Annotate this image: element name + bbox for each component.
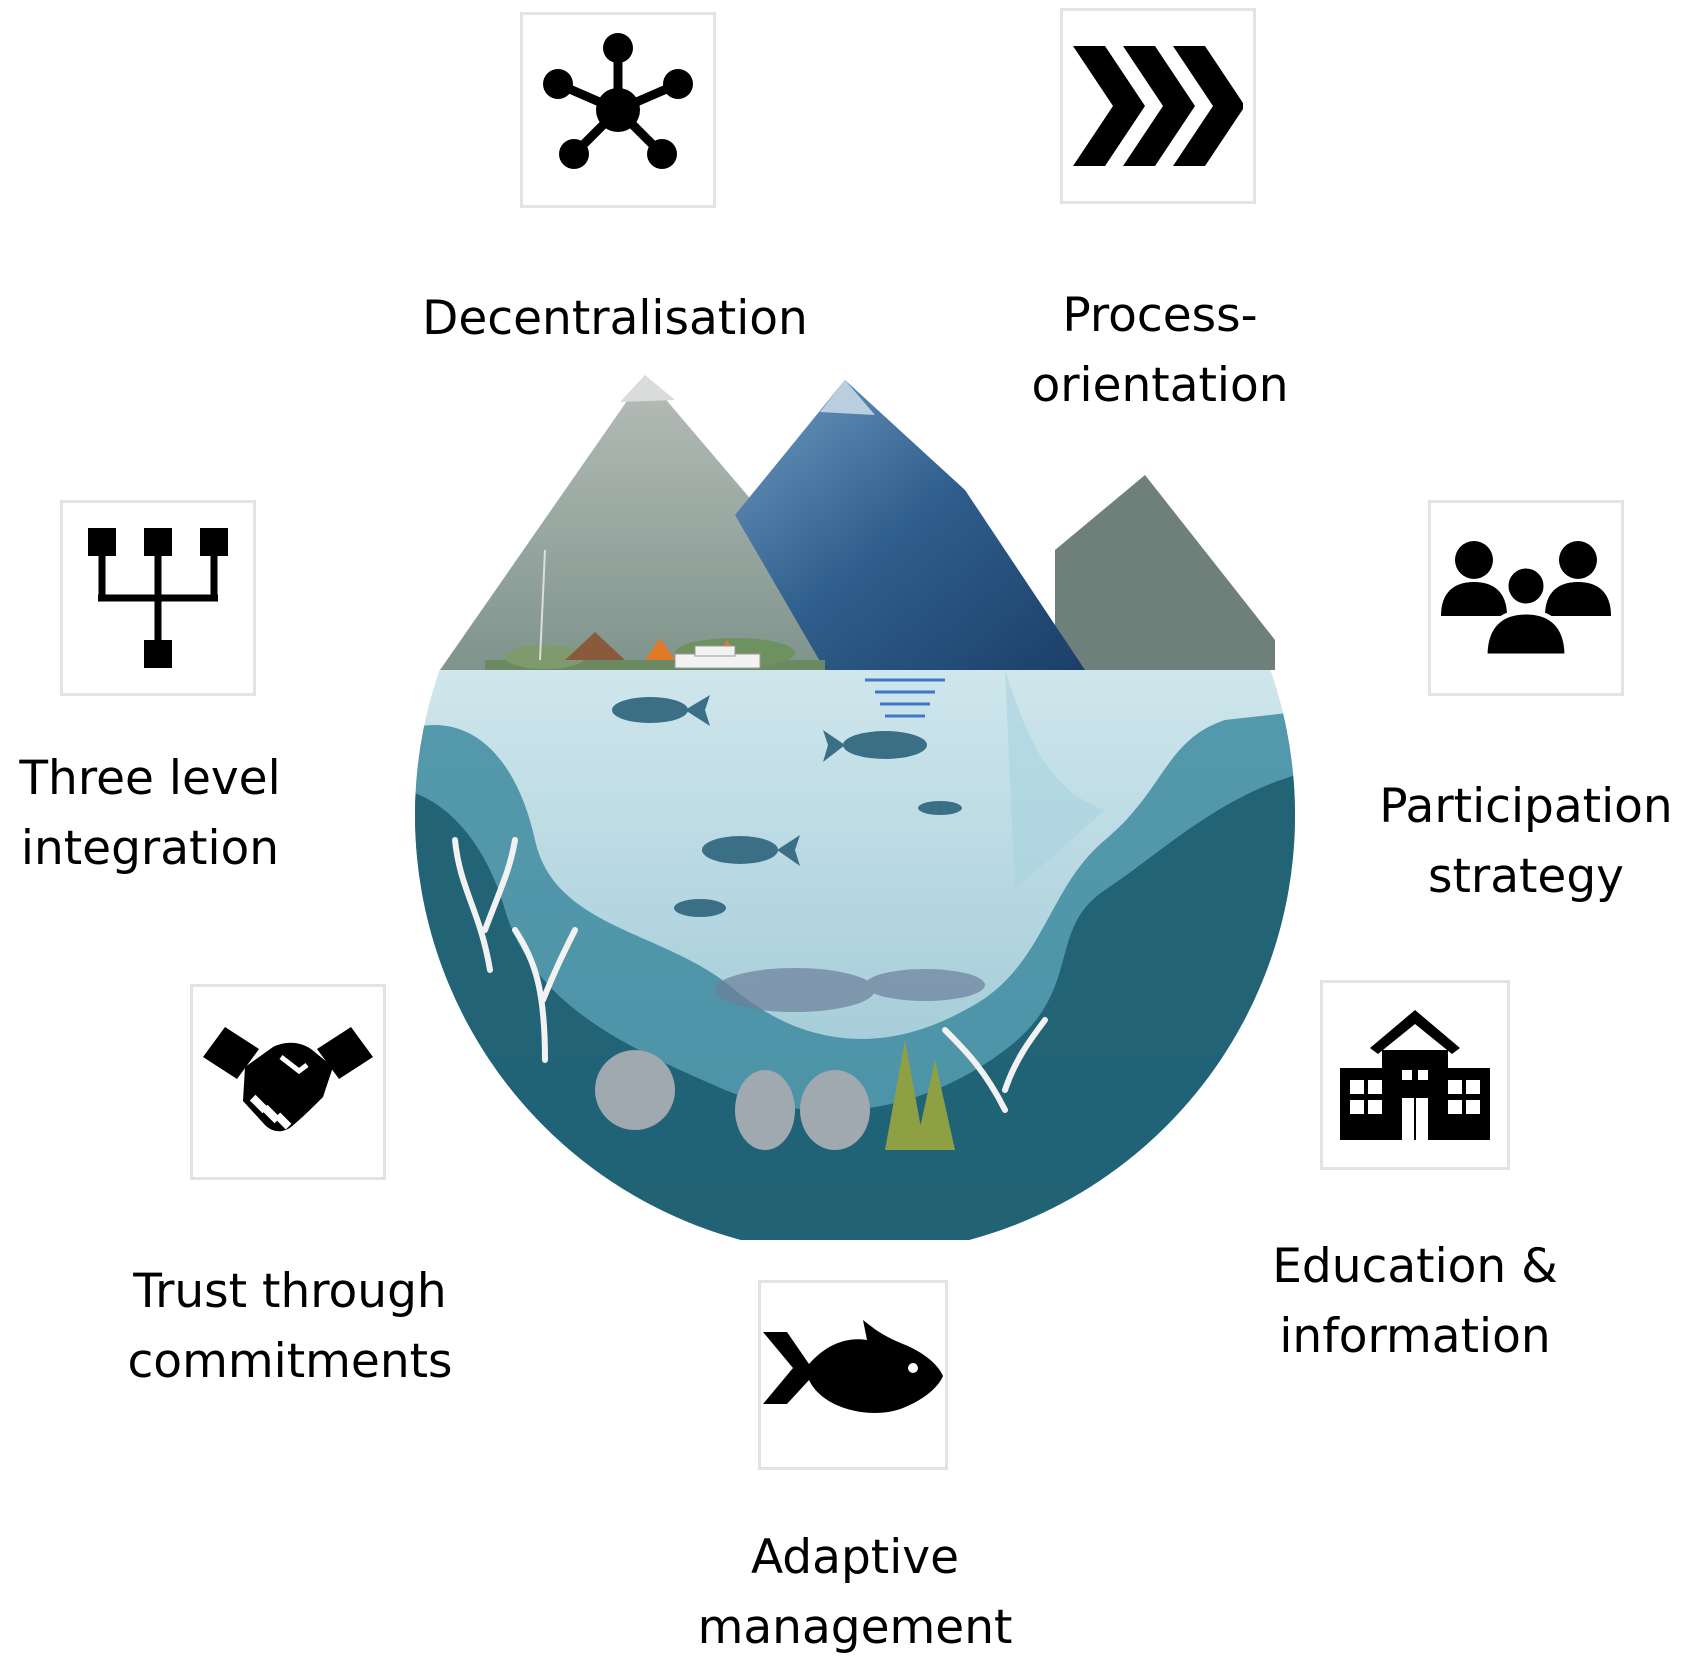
three-level-integration-label: Three level integration <box>19 751 281 876</box>
fish-2 <box>843 731 927 759</box>
grey-mountain-right <box>1055 475 1275 670</box>
mountain-lake-illustration <box>415 375 1295 1240</box>
education-information-icon-box <box>1320 980 1510 1170</box>
decentralisation-label: Decentralisation <box>422 291 808 346</box>
education-information-label: Education & information <box>1272 1239 1558 1364</box>
network-hub-icon <box>543 33 693 169</box>
fish-4 <box>918 801 962 815</box>
fish-3 <box>702 836 778 864</box>
fish-5 <box>674 899 726 917</box>
participation-strategy-icon-box <box>1428 500 1624 696</box>
fish-icon <box>763 1320 943 1413</box>
process-orientation-label: Process- orientation <box>1031 288 1289 413</box>
process-orientation-icon-box <box>1060 8 1256 204</box>
trust-through-commitments-label: Trust through commitments <box>127 1264 453 1389</box>
trust-through-commitments-icon-box <box>190 984 386 1180</box>
chevrons-right-icon <box>1073 46 1243 166</box>
deep-water-layer <box>415 770 1295 1240</box>
hierarchy-icon <box>88 528 228 668</box>
adaptive-management-icon-box <box>758 1280 948 1470</box>
three-level-integration-icon-box <box>60 500 256 696</box>
school-building-icon <box>1340 1010 1490 1140</box>
participation-strategy-label: Participation strategy <box>1379 779 1673 904</box>
blue-mountain <box>735 380 1085 670</box>
decentralisation-icon-box <box>520 12 716 208</box>
adaptive-management-label: Adaptive management <box>697 1530 1013 1655</box>
handshake-icon <box>203 1027 373 1132</box>
people-group-icon <box>1441 541 1611 658</box>
grey-mountain-left <box>440 375 845 670</box>
fish-1 <box>612 697 688 723</box>
